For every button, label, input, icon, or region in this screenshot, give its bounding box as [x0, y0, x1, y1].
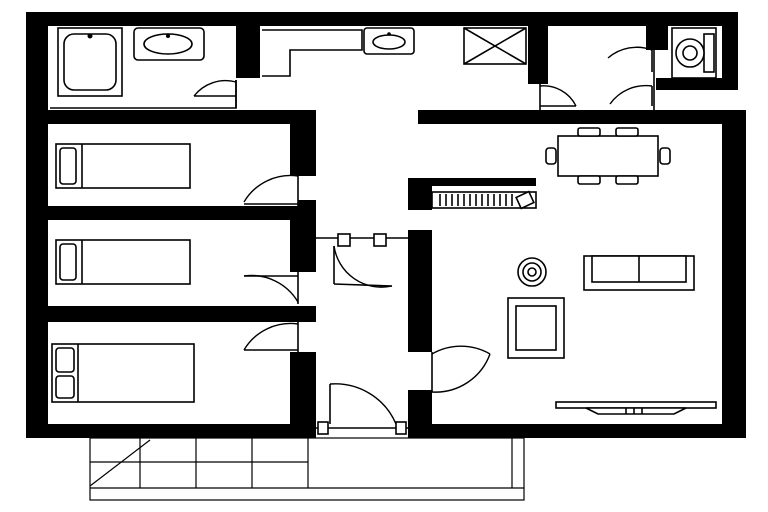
shower-icon — [463, 27, 527, 65]
wall-outer-left — [26, 12, 48, 438]
door-bedroom-3 — [243, 322, 299, 352]
wall-bath-center-partition — [528, 26, 548, 84]
wall-outer-right — [722, 110, 746, 438]
armchair-icon — [507, 297, 565, 359]
wall-outer-bottom-right — [408, 424, 746, 438]
door-living-room — [431, 345, 491, 393]
dining-table-icon — [545, 127, 671, 185]
door-bathroom-center — [539, 85, 577, 107]
kitchen-counter-icon — [431, 178, 537, 210]
door-bedroom-1 — [243, 174, 299, 206]
bed-icon — [55, 239, 191, 285]
door-toilet — [607, 46, 653, 106]
wall-living-top — [418, 110, 746, 124]
kitchen-burners — [439, 194, 513, 206]
bed-icon — [55, 143, 191, 189]
balcony-outline — [89, 437, 525, 501]
bathtub-icon — [57, 27, 123, 97]
door-bathroom-left — [193, 79, 237, 108]
floor-lamp-icon — [517, 257, 547, 287]
wall-bath-left-partition — [236, 26, 260, 78]
wall-bedroom3-right-lower — [290, 352, 316, 424]
wall-outer-bottom-left — [26, 424, 316, 438]
door-vestibule — [333, 233, 393, 288]
bed-icon — [51, 343, 195, 403]
sink-icon-center — [363, 27, 415, 55]
walls — [26, 12, 746, 438]
wall-living-left-lower — [408, 390, 432, 438]
sink-icon — [133, 27, 205, 61]
beds — [51, 143, 195, 403]
wall-toilet-right — [722, 12, 738, 90]
door-entry — [317, 383, 407, 435]
wall-bedroom2-top — [26, 206, 316, 220]
doors — [193, 46, 653, 435]
wall-bedroom1-right-upper — [290, 110, 316, 176]
balcony-railing — [89, 438, 309, 488]
door-bedroom-2 — [243, 272, 299, 304]
toilet-icon — [671, 27, 717, 79]
corridor-partition-line — [262, 29, 363, 77]
wall-bedroom1-top — [26, 110, 316, 124]
tv-stand-icon — [555, 401, 717, 415]
wall-kitchen-stub — [408, 178, 432, 210]
wall-bedroom3-top — [26, 306, 316, 322]
sofa-icon — [583, 255, 695, 291]
balcony — [89, 437, 525, 501]
wall-toilet-bottom — [656, 78, 738, 90]
wall-living-left-upper — [408, 230, 432, 352]
fixtures — [57, 27, 717, 97]
wall-outer-top — [26, 12, 738, 26]
wall-toilet-left-partition — [646, 26, 668, 50]
wall-bedroom2-right-upper — [290, 220, 316, 272]
living-furniture — [431, 127, 717, 415]
wall-bedroom1-right-lower — [298, 200, 316, 220]
